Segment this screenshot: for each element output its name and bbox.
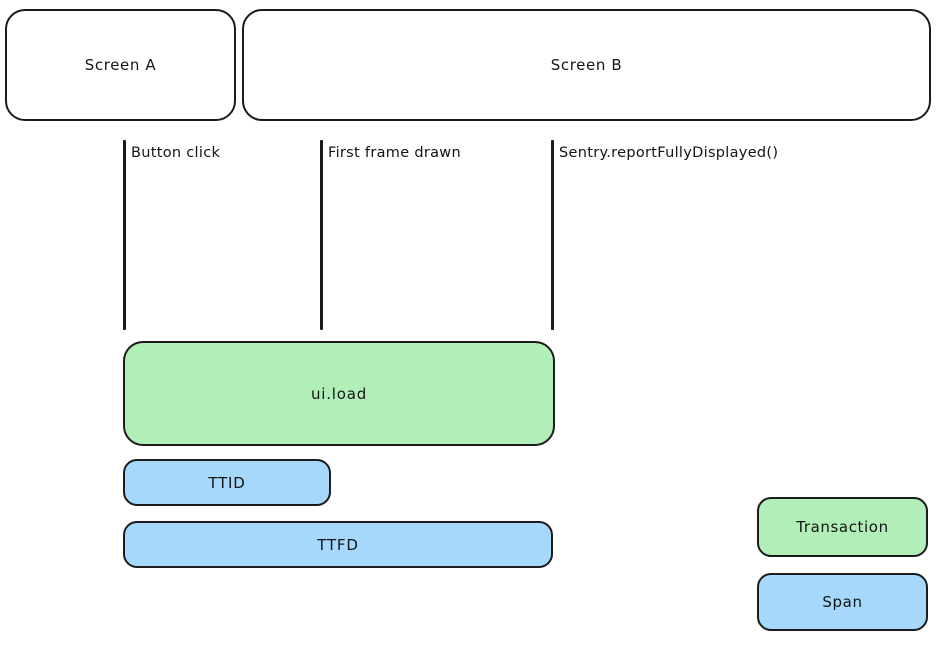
marker-line — [551, 140, 554, 330]
screen-a-label: Screen A — [84, 56, 157, 74]
bar-ttid-label: TTID — [208, 473, 246, 492]
legend-transaction-label: Transaction — [796, 518, 889, 536]
marker-button-click-label: Button click — [131, 145, 221, 161]
screen-b-label: Screen B — [550, 56, 623, 74]
screen-a-box: Screen A — [5, 9, 236, 121]
bar-ttid: TTID — [123, 459, 331, 506]
legend-transaction: Transaction — [757, 497, 928, 557]
screen-b-box: Screen B — [242, 9, 931, 121]
bar-ui-load: ui.load — [123, 341, 555, 446]
bar-ttfd-label: TTFD — [317, 535, 359, 554]
marker-first-frame-drawn-label: First frame drawn — [328, 145, 461, 161]
legend-span: Span — [757, 573, 928, 631]
marker-report-fully-displayed-label: Sentry.reportFullyDisplayed() — [559, 145, 779, 161]
bar-ttfd: TTFD — [123, 521, 553, 568]
marker-line — [123, 140, 126, 330]
marker-line — [320, 140, 323, 330]
legend-span-label: Span — [822, 593, 863, 611]
bar-ui-load-label: ui.load — [310, 384, 368, 403]
